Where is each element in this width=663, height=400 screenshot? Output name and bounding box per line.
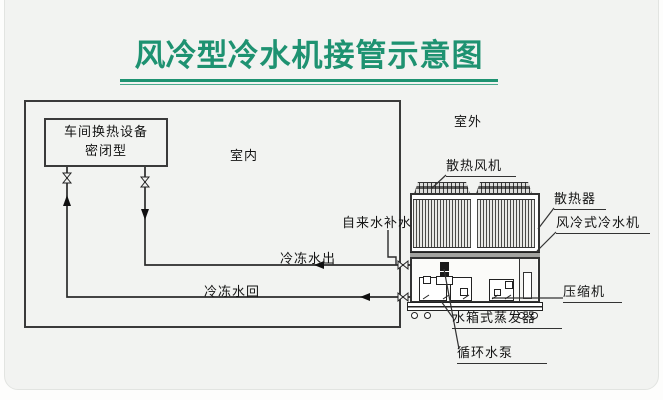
fitting-square-2 [460,288,468,296]
indoor-label: 室内 [230,149,259,164]
condenser-fins-left [413,199,471,248]
pump-label: 循环水泵 [457,342,547,364]
outdoor-label: 室外 [454,115,483,130]
title-highlight: 风冷型 [134,38,228,74]
workshop-equipment-line2: 密闭型 [84,143,127,159]
tap-water-line [387,230,397,265]
workshop-equipment-line1: 车间换热设备 [63,124,148,140]
diagram-card [4,0,659,390]
compressor-label: 压缩机 [563,281,622,303]
title-underline-thick [120,79,498,82]
workshop-equipment-box: 车间换热设备 密闭型 [44,118,168,167]
chiller-base-frame [407,302,543,311]
caster-wheel-2 [424,312,431,319]
page-title: 风冷型冷水机接管示意图 [120,30,498,85]
flow-arrow-icon [63,195,370,301]
fitting-square-1 [423,276,431,284]
title-rest: 冷水机接管示意图 [227,38,484,74]
radiator-label: 散热器 [554,188,606,210]
indoor-room-outline [24,100,401,328]
chilled-out-label: 冷冻水出 [280,252,337,267]
fan-label: 散热风机 [446,155,516,177]
condenser-fins-right [477,199,535,248]
evaporator-label: 水箱式蒸发器 [452,307,562,329]
chilled-return-label: 冷冻水回 [204,285,261,300]
valve-icon [61,172,409,303]
caster-wheel-4 [531,312,538,319]
chilled-water-return-pipe [66,167,411,298]
title-underline-thin [120,84,498,85]
leader-lines [430,174,563,350]
caster-wheel-1 [411,312,418,319]
tap-water-label: 自来水补水 [342,216,413,231]
caster-wheel-3 [518,312,525,319]
cabinet-floor-marks [422,294,512,300]
chiller-unit-label: 风冷式冷水机 [556,212,650,234]
fitting-square-3 [505,281,513,289]
